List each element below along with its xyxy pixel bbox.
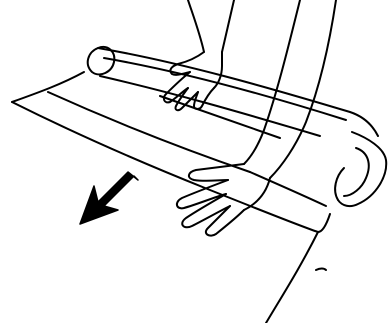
unrolled-sheet bbox=[12, 72, 330, 323]
direction-arrow-icon bbox=[80, 172, 138, 224]
roll-core-icon bbox=[88, 47, 386, 206]
